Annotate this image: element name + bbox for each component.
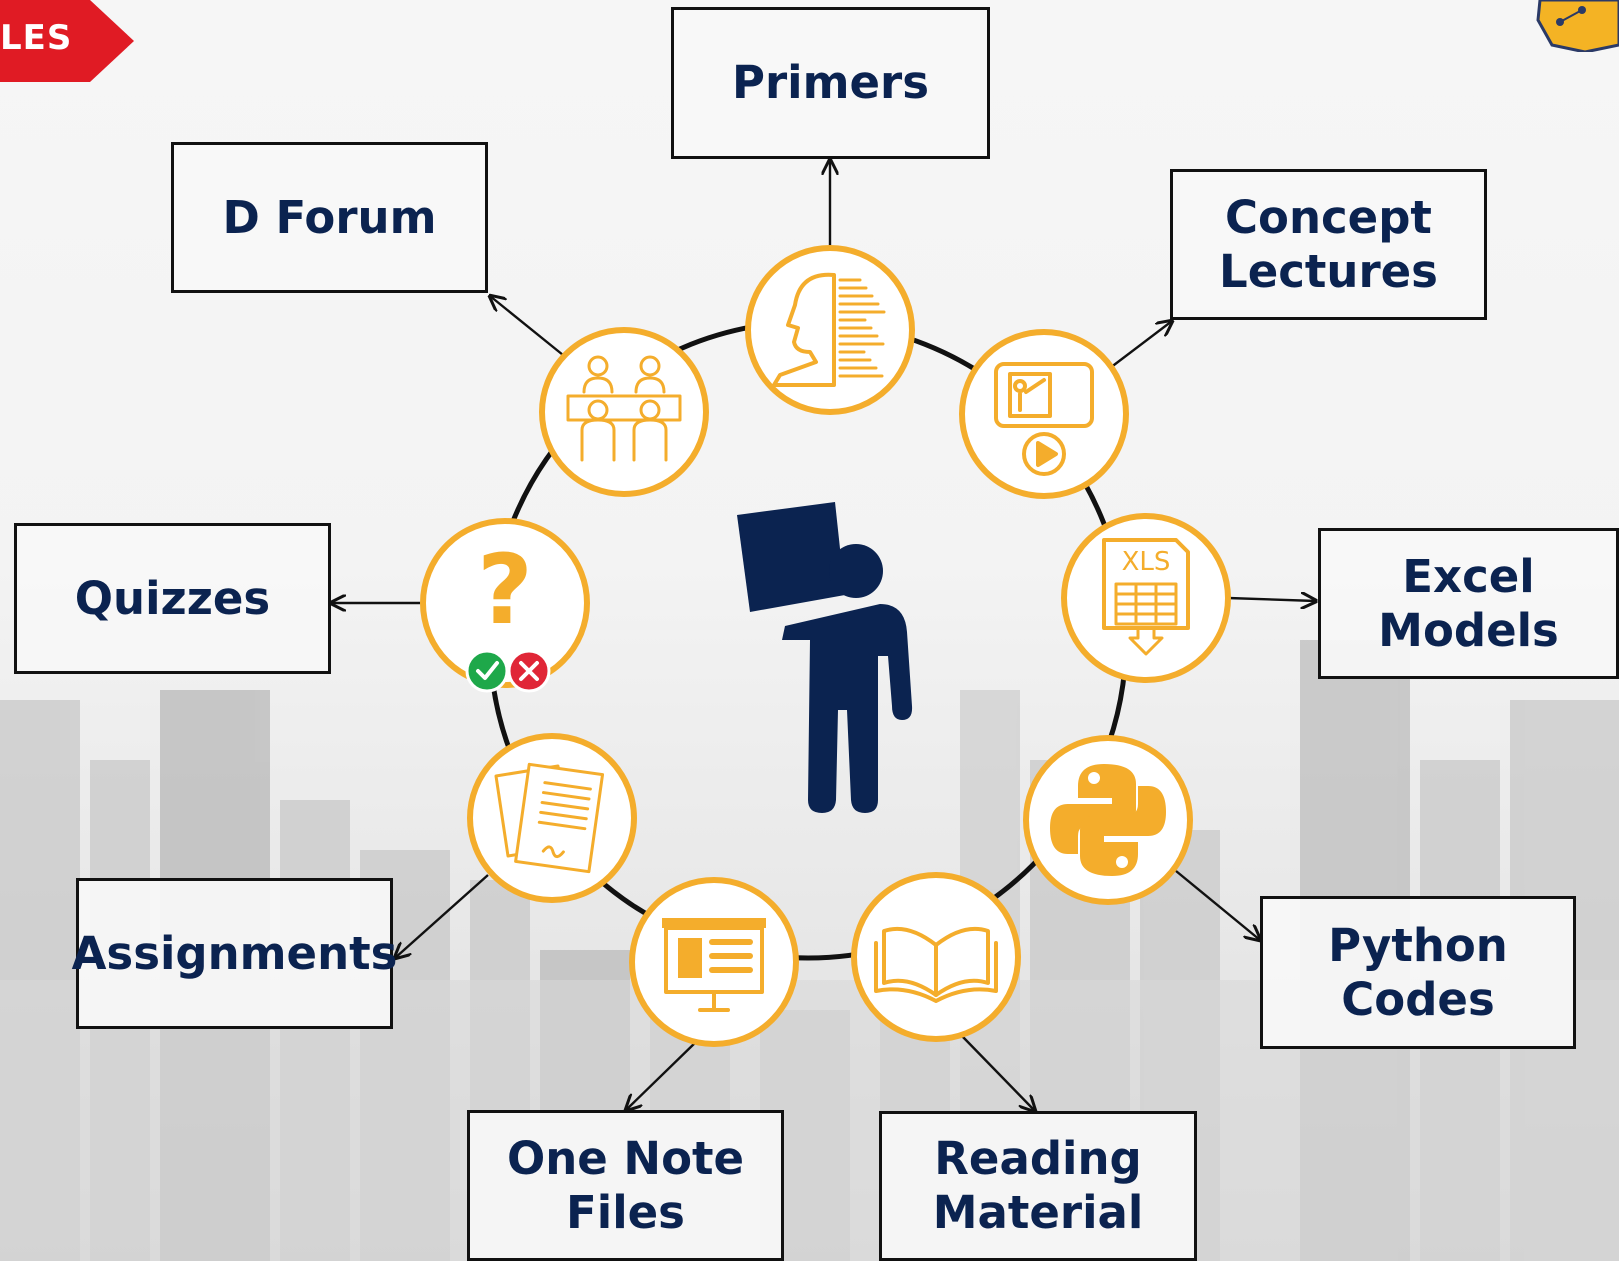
node-circle-quizzes bbox=[420, 518, 590, 688]
node-one-note-files bbox=[629, 877, 799, 1047]
label-primers: Primers bbox=[732, 56, 929, 109]
label-one-note-files: One Note Files bbox=[506, 1131, 745, 1239]
group-discussion-icon bbox=[566, 355, 682, 462]
video-lecture-icon bbox=[994, 362, 1094, 476]
label-concept-lectures: Concept Lectures bbox=[1219, 190, 1438, 298]
label-box-excel-models: Excel Models bbox=[1318, 528, 1619, 679]
label-box-concept-lectures: Concept Lectures bbox=[1170, 169, 1487, 320]
node-assignments bbox=[467, 733, 637, 903]
node-primers bbox=[745, 245, 915, 415]
arrow-assignments bbox=[395, 874, 489, 958]
presentation-board-icon bbox=[662, 918, 766, 1012]
label-box-one-note-files: One Note Files bbox=[467, 1110, 784, 1261]
arrow-d-forum bbox=[490, 296, 564, 356]
label-box-primers: Primers bbox=[671, 7, 990, 159]
svg-text:?: ? bbox=[477, 534, 533, 646]
python-logo-icon bbox=[1050, 764, 1166, 876]
xls-file-icon: XLS bbox=[1102, 538, 1190, 656]
label-box-assignments: Assignments bbox=[72, 878, 397, 1029]
arrow-reading-material bbox=[961, 1035, 1035, 1111]
node-python-codes bbox=[1023, 735, 1193, 905]
profile-head-icon bbox=[772, 272, 886, 387]
node-circle-one-note-files bbox=[629, 877, 799, 1047]
label-box-quizzes: Quizzes bbox=[14, 523, 331, 674]
resource-nodes: XLS? bbox=[420, 245, 1231, 1047]
arrow-python-codes bbox=[1175, 870, 1260, 940]
label-quizzes: Quizzes bbox=[74, 571, 271, 625]
node-excel-models: XLS bbox=[1061, 513, 1231, 683]
node-reading-material bbox=[851, 872, 1021, 1042]
arrow-concept-lectures bbox=[1109, 321, 1172, 369]
label-excel-models: Excel Models bbox=[1378, 549, 1559, 657]
node-concept-lectures bbox=[959, 329, 1129, 499]
node-circle-primers bbox=[745, 245, 915, 415]
node-quizzes: ? bbox=[420, 518, 590, 693]
svg-text:XLS: XLS bbox=[1122, 547, 1171, 577]
corner-ribbon: LES bbox=[0, 0, 134, 82]
brand-logo bbox=[1530, 0, 1619, 54]
check-icon bbox=[465, 649, 509, 693]
ribbon-text: LES bbox=[0, 18, 73, 58]
question-mark-icon: ? bbox=[465, 534, 551, 693]
person-carrying-box-icon bbox=[737, 502, 913, 813]
arrow-excel-models bbox=[1227, 598, 1316, 601]
connector-arrows bbox=[331, 160, 1316, 1111]
label-box-d-forum: D Forum bbox=[171, 142, 488, 293]
label-assignments: Assignments bbox=[71, 926, 398, 980]
arrow-one-note-files bbox=[626, 1039, 699, 1110]
open-book-icon bbox=[874, 926, 998, 1003]
ribbon-shape bbox=[0, 0, 134, 82]
node-d-forum bbox=[539, 327, 709, 497]
label-reading-material: Reading Material bbox=[932, 1132, 1144, 1239]
label-python-codes: Python Codes bbox=[1328, 918, 1508, 1026]
label-box-reading-material: Reading Material bbox=[879, 1111, 1197, 1261]
documents-icon bbox=[494, 762, 605, 874]
logo-icon bbox=[1536, 0, 1619, 54]
label-box-python-codes: Python Codes bbox=[1260, 896, 1576, 1049]
label-d-forum: D Forum bbox=[222, 190, 437, 244]
